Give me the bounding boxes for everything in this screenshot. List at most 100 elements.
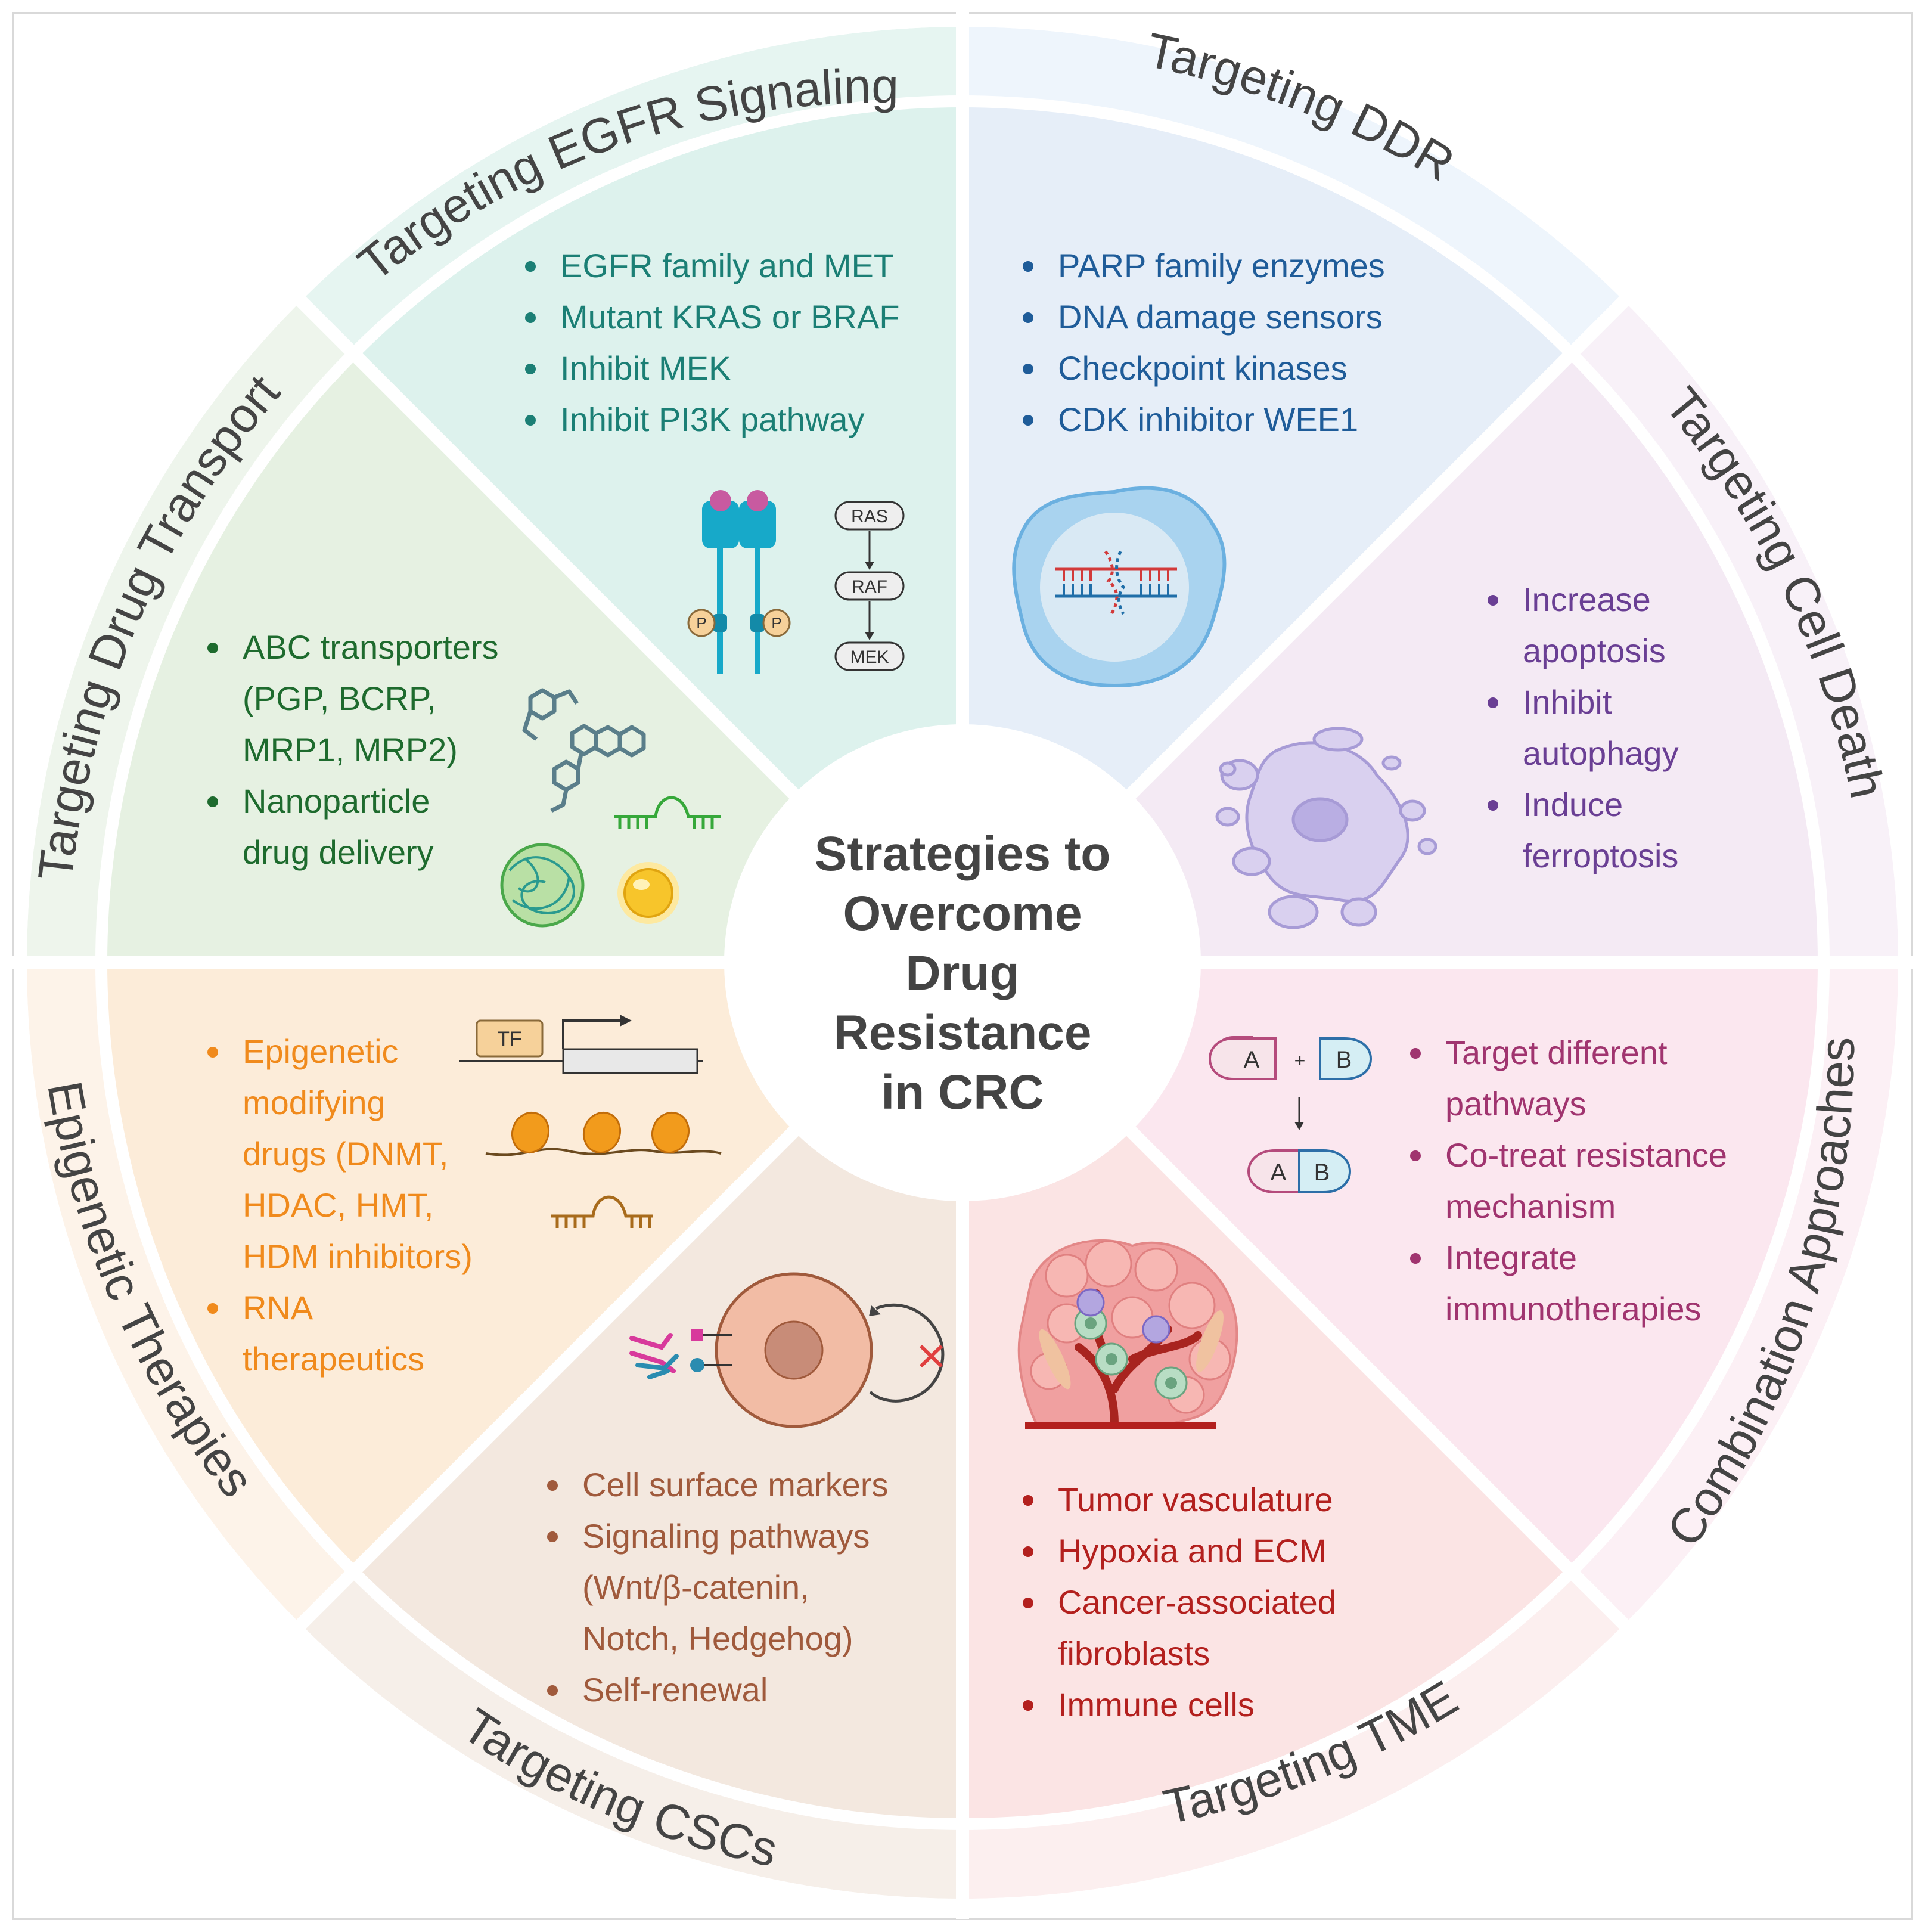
ddr-list-item: Checkpoint kinases [1058,349,1348,387]
egfr-list-item: EGFR family and MET [560,247,894,284]
death-list-item: Increase [1523,581,1651,618]
cancer-stem-cell-icon [629,1272,945,1428]
egfr-list-item: Inhibit MEK [560,349,731,387]
apoptotic-cell-fragments-icon [1215,727,1437,929]
ddr-list-item: CDK inhibitor WEE1 [1058,401,1358,438]
center-title-line-3: Drug [905,946,1019,1000]
dna-damage-nucleus-icon [1012,486,1227,688]
cscs-list-item: Cell surface markers [582,1466,888,1503]
tme-bullet-dot [1023,1598,1033,1608]
death-list-item: autophagy [1523,734,1679,772]
ddr-bullet-dot [1023,261,1033,272]
epi-bullet-dot [207,1303,218,1314]
egfr-bullet-dot [525,364,536,374]
transcription-factor-gene-icon: TF [459,1015,703,1074]
inner-sector-epi [101,963,962,1572]
tme-bullet-dot [1023,1700,1033,1711]
inner-sector-combo [962,963,1824,1572]
transport-list-item: (PGP, BCRP, [243,680,436,717]
ras-raf-mek-cascade-icon: RAS RAF MEK [834,501,905,671]
center-title-line-4: Resistance [833,1006,1091,1060]
center-title-line-1: Strategies to [815,827,1111,881]
combo-b-label-bottom: B [1314,1159,1330,1186]
ddr-list-item: DNA damage sensors [1058,298,1383,336]
center-title: Strategies to Overcome Drug Resistance i… [815,827,1111,1119]
cscs-list-item: Signaling pathways [582,1517,870,1555]
combo-b-label-top: B [1336,1047,1352,1073]
ddr-bullet-dot [1023,364,1033,374]
tme-list-item: Cancer-associated [1058,1583,1336,1621]
center-circle [724,724,1201,1201]
egfr-bullet-dot [525,312,536,323]
egfr-list-item: Inhibit PI3K pathway [560,401,865,438]
inner-ring-border [95,95,1830,1830]
tme-list-item: Immune cells [1058,1686,1255,1723]
tme-bullet-dot [1023,1546,1033,1557]
nucleosome-chromatin-icon [485,1111,722,1156]
combo-bullet-dot [1410,1048,1421,1059]
outer-ring-border [21,21,1904,1905]
combo-list-item: Co-treat resistance [1445,1136,1727,1174]
combo-bullet-dot [1410,1253,1421,1264]
death-bullet-dot [1488,800,1498,811]
mek-label: MEK [850,647,889,667]
center-title-line-5: in CRC [881,1065,1044,1119]
tf-label: TF [497,1028,522,1050]
transport-bullet-dot [207,643,218,653]
epi-list-item: HDAC, HMT, [243,1186,433,1224]
inner-sector-cscs [353,963,962,1824]
egfr-bullet-dot [525,261,536,272]
epi-bullet-dot [207,1047,218,1058]
cscs-list-item: Self-renewal [582,1671,768,1708]
cscs-bullet-dot [547,1480,558,1491]
tme-list-item: fibroblasts [1058,1635,1210,1672]
egfr-list-item: Mutant KRAS or BRAF [560,298,900,336]
raf-label: RAF [852,577,887,597]
cscs-bullet-dot [547,1531,558,1542]
tme-bullet-dot [1023,1495,1033,1506]
epi-list-item: Epigenetic [243,1032,399,1070]
inner-sector-egfr [353,101,962,963]
gold-nanoparticle-icon [617,862,679,924]
inner-sector-ddr [962,101,1572,963]
combo-list-item: mechanism [1445,1187,1616,1225]
death-bullet-dot [1488,595,1498,606]
combo-list-item: pathways [1445,1085,1586,1122]
epi-list-item: HDM inhibitors) [243,1238,473,1275]
combo-list-item: immunotherapies [1445,1290,1702,1328]
phospho-label-left: P [696,614,706,632]
inner-sector-tme [962,963,1572,1824]
transport-list-item: Nanoparticle [243,782,430,820]
small-molecule-drug-icon [522,688,646,813]
epi-list-item: RNA [243,1289,313,1326]
combo-list-item: Integrate [1445,1239,1577,1276]
phospho-label-right: P [771,614,781,632]
epi-list-item: therapeutics [243,1340,424,1378]
rna-hairpin-icon [551,1195,653,1228]
siRNA-hairpin-icon [614,796,721,829]
cscs-list-item: Notch, Hedgehog) [582,1620,853,1657]
epi-list-item: modifying [243,1084,386,1121]
inner-ring [101,101,1824,1824]
bullet-lists: EGFR family and MET Mutant KRAS or BRAF In… [207,247,1727,1723]
combo-plus-label: + [1294,1050,1306,1071]
egfr-bullet-dot [525,415,536,426]
death-list-item: apoptosis [1523,632,1666,669]
egfr-receptor-icon: P P [687,490,791,674]
tme-list-item: Hypoxia and ECM [1058,1532,1327,1570]
combo-a-label-top: A [1244,1047,1260,1073]
ddr-list-item: PARP family enzymes [1058,247,1385,284]
transport-list-item: ABC transporters [243,628,499,666]
tumor-microenvironment-icon [1017,1239,1238,1429]
polymer-nanoparticle-icon [500,843,585,928]
cscs-list-item: (Wnt/β-catenin, [582,1568,809,1606]
cscs-bullet-dot [547,1685,558,1696]
combination-ab-icon: A + B A B [1208,1036,1373,1193]
tme-list-item: Tumor vasculature [1058,1481,1333,1518]
death-list-item: ferroptosis [1523,837,1678,874]
inner-sector-transport [101,353,963,963]
inner-sector-death [962,353,1824,963]
ddr-bullet-dot [1023,415,1033,426]
death-bullet-dot [1488,697,1498,708]
transport-list-item: MRP1, MRP2) [243,731,458,768]
